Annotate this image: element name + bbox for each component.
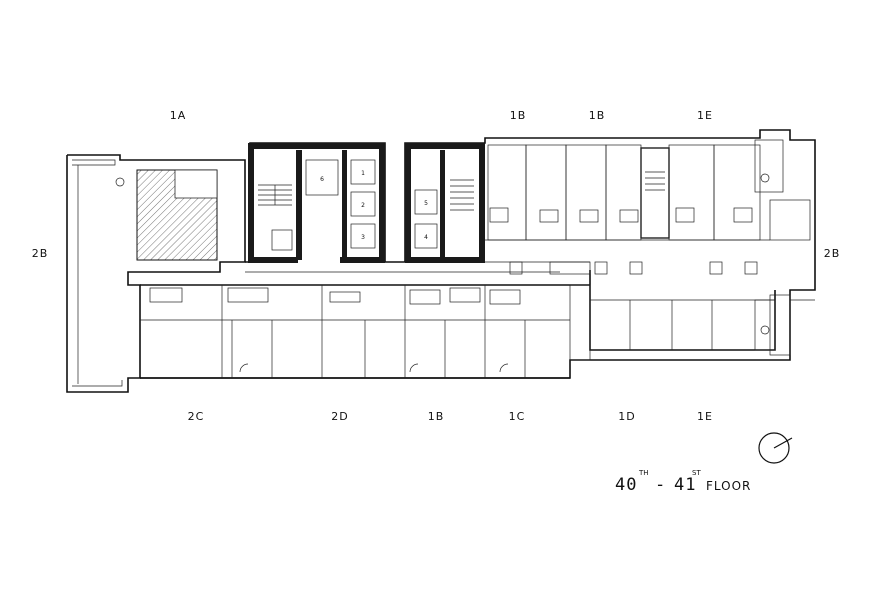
unit-label-2c: 2C: [188, 410, 205, 423]
unit-label-1a: 1A: [170, 109, 187, 122]
lift-number: 5: [424, 200, 428, 207]
lift-number: 6: [320, 176, 324, 183]
floor-title: 40 TH - 41 ST FLOOR: [615, 469, 751, 495]
unit-label-1b: 1B: [589, 109, 606, 122]
lift-number: 4: [424, 234, 428, 241]
floor-end: 41: [674, 475, 696, 495]
lift-number: 3: [361, 234, 365, 241]
floor-end-suffix: ST: [692, 469, 701, 477]
unit-label-1e: 1E: [697, 410, 713, 423]
lift-number: 2: [361, 202, 365, 209]
unit-label-1e: 1E: [697, 109, 713, 122]
lift-numbers: 6 1 2 3 5 4: [320, 170, 428, 241]
unit-label-2b-right: 2B: [824, 247, 841, 260]
unit-label-1d: 1D: [618, 410, 635, 423]
core-left: [248, 143, 385, 263]
core-right: [405, 143, 485, 263]
lift-number: 1: [361, 170, 365, 177]
floor-start: 40: [615, 475, 637, 495]
floor-start-suffix: TH: [638, 469, 649, 477]
unit-label-1b: 1B: [510, 109, 527, 122]
floor-word: FLOOR: [706, 479, 751, 493]
unit-label-1c: 1C: [509, 410, 526, 423]
floor-dash: -: [655, 475, 666, 495]
unit-label-1b: 1B: [428, 410, 445, 423]
bottom-units: [140, 261, 775, 378]
north-arrow-icon: [758, 432, 793, 464]
unit-label-2d: 2D: [331, 410, 348, 423]
upper-right-units: [115, 139, 784, 241]
bath-fixture: [174, 169, 218, 199]
unit-label-2b-left: 2B: [32, 247, 49, 260]
right-wing: [754, 199, 815, 356]
